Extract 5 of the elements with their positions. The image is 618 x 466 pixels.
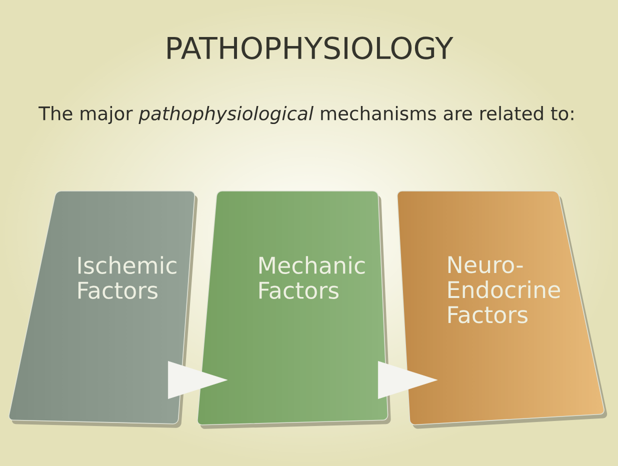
title: PATHOPHYSIOLOGY: [168, 36, 454, 60]
arrow: [378, 361, 438, 399]
intro-text: The major pathophysiological mechanisms are related to:: [38, 106, 574, 124]
step-panel: Mechanic Factors: [197, 190, 391, 429]
arrow: [168, 361, 228, 399]
